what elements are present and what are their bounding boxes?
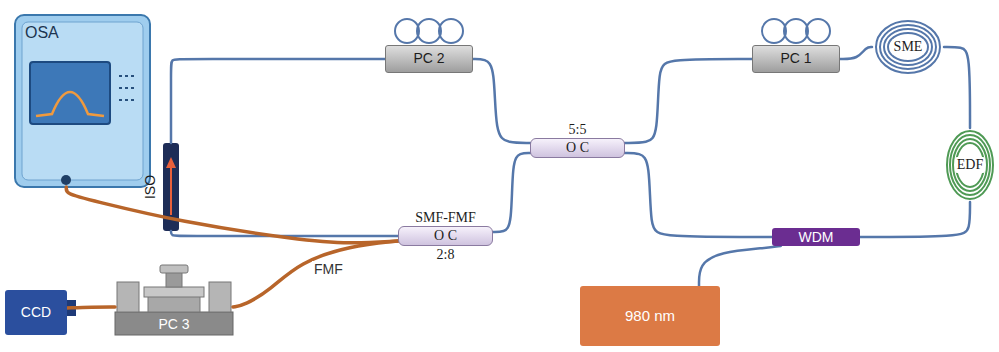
polarization-controller: PC 2 [385, 45, 473, 73]
fiber-loops [395, 19, 830, 43]
ccd-camera: CCD [5, 290, 67, 335]
pump-laser: 980 nm [580, 286, 720, 346]
fiber-link [625, 153, 772, 237]
fiber-link [493, 153, 530, 232]
node-text: SME [892, 39, 925, 54]
fiber-coil: EDF [945, 128, 995, 202]
fiber-link [171, 231, 398, 236]
node-text: SMF-FMF [415, 210, 476, 225]
polarization-controller: PC 1 [752, 45, 840, 73]
sme-coil [876, 21, 940, 73]
node-text: 980 nm [625, 308, 675, 325]
node-text: CCD [21, 305, 51, 320]
node-text: PC 2 [413, 51, 444, 66]
optical-coupler: SMF-FMFO C2:8 [398, 226, 493, 246]
node-text: WDM [799, 230, 834, 244]
node-text: OSA [25, 24, 59, 42]
fiber-coil: SME [872, 18, 944, 76]
fiber-link [860, 202, 970, 237]
osa-instrument: OSA [15, 15, 150, 187]
wdm-box: WDM [772, 228, 860, 246]
fiber-link [840, 47, 872, 59]
node-text: 5:5 [569, 122, 587, 137]
fiber-link [944, 47, 970, 128]
edf-coil [947, 131, 993, 199]
node-text: PC 1 [780, 51, 811, 66]
fiber-link [473, 59, 530, 143]
node-text: PC 3 [158, 317, 189, 332]
isolator: ISO [163, 143, 179, 231]
fiber-link [66, 187, 398, 243]
node-text: O C [434, 228, 457, 243]
node-text: ISO [143, 175, 158, 199]
fiber-label: FMF [312, 261, 345, 277]
polarization-controller-stage: PC 3 [115, 265, 233, 335]
node-text: O C [566, 140, 589, 155]
fiber-link [699, 246, 781, 286]
pc3-stage [115, 265, 233, 335]
fiber-link [171, 59, 385, 143]
fiber-link [233, 241, 398, 307]
fiber-link [67, 307, 115, 308]
node-text: 2:8 [437, 247, 455, 262]
fiber-link [625, 59, 752, 143]
node-text: EDF [955, 157, 985, 172]
optical-coupler: 5:5O C [530, 138, 625, 158]
osa-panel [15, 15, 150, 187]
